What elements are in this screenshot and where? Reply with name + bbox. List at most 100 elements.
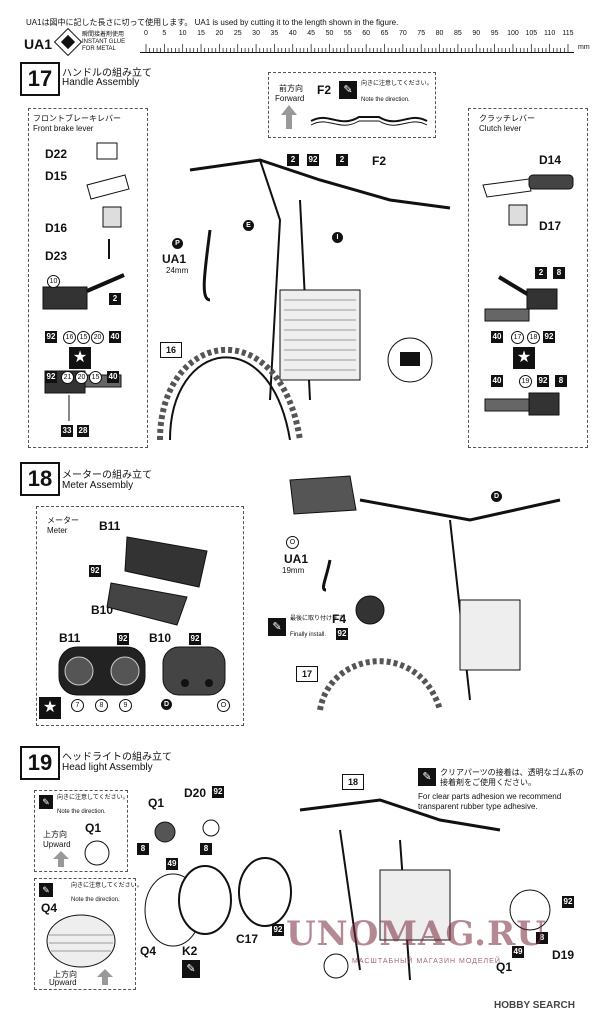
step-number-17: 17 [20,62,60,96]
num-28: 28 [77,425,89,437]
q4-direction-panel: ✎ Q4 向きに注意してください。 Note the direction. 上方… [34,878,143,990]
step18-title-en: Meter Assembly [62,480,134,491]
callout-92-d20: 92 [212,786,224,798]
q1-panel-label: Q1 [85,821,102,835]
ua1-length-24: 24mm [166,266,189,275]
marker-d-bike: D [491,491,502,502]
ruler-tick-label: 95 [490,30,499,37]
ruler-tick-marks [145,44,569,52]
f2-note-en: Note the direction. [361,97,410,103]
clutch-jp: クラッチレバー [479,114,535,123]
callout-92-right: 92 [562,896,574,908]
ruler-tick-label: 70 [398,30,407,37]
glue-icon-k2: ✎ [182,960,200,978]
num-10: 10 [47,275,60,288]
hobby-search-logo: HOBBY SEARCH [494,1000,575,1011]
q4-upward-jp: 上方向 [53,970,77,979]
num-40r: 40 [491,331,503,343]
ruler-tick-label: 110 [544,30,556,37]
ruler-tick-label: 60 [362,30,371,37]
handlebar-part-drawing [310,116,428,126]
step-number-18: 18 [20,462,60,496]
brush-icon-q4: ✎ [39,883,53,897]
ruler-tick-label: 55 [343,30,352,37]
front-brake-panel: フロントブレーキレバー Front brake lever D22 D15 D1… [28,108,148,448]
step19-title-jp: ヘッドライトの組み立て [62,752,172,763]
meter-panel: メーター Meter B11 B10 92 B11 92 B10 92 ★ 7 … [36,506,244,726]
part-d22: D22 [45,147,68,161]
q1-direction-panel: ✎ 向きに注意してください。 Note the direction. 上方向 U… [34,790,129,872]
q4-upward-en: Upward [49,978,77,987]
brush-icon-q1: ✎ [39,795,53,809]
sheet-17: 17 [296,666,318,682]
step19-title-en: Head light Assembly [62,762,153,773]
step17-title-jp: ハンドルの組み立て [62,68,152,79]
ruler-tick-label: 25 [233,30,242,37]
ua-note-jp: UA1は図中に記した長さに切って使用します。 [26,18,193,27]
ruler-tick-label: 30 [252,30,260,37]
num-92r2: 92 [537,375,549,387]
sheet-16: 16 [160,342,182,358]
ruler-tick-label: 65 [380,30,389,37]
num-2: 2 [109,293,121,305]
star-icon-meter: ★ [39,697,61,719]
q4-panel-label: Q4 [41,901,58,915]
callout-f2: F2 [372,154,387,168]
label-b11: B11 [59,631,81,645]
gauge-num-9: 9 [119,699,132,712]
marker-d-meter: D [161,699,172,710]
ua1-length-19: 19mm [282,566,305,575]
num-20: 20 [91,331,104,344]
num-19r: 19 [519,375,532,388]
num-20b: 20 [75,371,88,384]
part-q1-right: Q1 [496,960,513,974]
clutch-panel: クラッチレバー Clutch lever D14 D17 2 8 40 17 1… [468,108,588,448]
glue-en: INSTANT GLUE FOR METAL [82,39,126,52]
ruler-tick-label: 20 [215,30,224,37]
q4-note-jp: 向きに注意してください。 [71,883,143,889]
brush-icon: ✎ [339,81,357,99]
part-d14: D14 [539,153,562,167]
num-8r2: 8 [555,375,567,387]
f2-direction-panel: 前方向 Forward F2 ✎ 向きに注意してください。 Note the d… [268,72,436,138]
ua-code: UA1 [24,36,53,52]
num-15: 15 [77,331,90,344]
measuring-ruler [140,46,574,53]
num-92a: 92 [45,331,57,343]
ua1-marker-p: P [172,238,183,249]
gauge-num-7: 7 [71,699,84,712]
motorcycle-headlight-drawing-19 [299,798,551,981]
f2-label: F2 [317,83,332,97]
ruler-tick-label: 5 [162,30,167,37]
marker-o-meter: O [217,699,230,712]
clutch-en: Clutch lever [479,124,522,133]
ruler-tick-label: 85 [454,30,462,37]
num-92r: 92 [543,331,555,343]
ruler-tick-label: 35 [270,30,279,37]
up-arrow-icon [281,105,297,129]
label-b10: B10 [149,631,172,645]
part-d15: D15 [45,169,68,183]
sheet-18: 18 [342,774,364,790]
ruler-tick-label: 80 [435,30,444,37]
ruler-tick-label: 75 [417,30,426,37]
num-16: 16 [63,331,76,344]
clutch-lever-drawing [482,174,574,416]
ruler-tick-label: 115 [562,30,574,37]
instant-glue-label: 瞬間接着剤使用 INSTANT GLUE FOR METAL [82,32,134,53]
meter-parts-drawing [58,536,226,696]
watermark-sub: МАСШТАБНЫЙ МАГАЗИН МОДЕЛЕЙ [352,958,501,965]
part-d23: D23 [45,249,68,263]
num-40r2: 40 [491,375,503,387]
ua-instruction: UA1は図中に記した長さに切って使用します。 UA1 is used by cu… [26,18,398,28]
part-d20: D20 [184,786,207,800]
part-c17: C17 [236,932,259,946]
clear-parts-jp: クリアパーツの接着は、透明なゴム系の接着剤をご使用ください。 [440,768,584,787]
ruler-tick-label: 40 [288,30,297,37]
callout-92-b10: 92 [189,633,201,645]
num-21: 21 [61,371,74,384]
clear-parts-en: For clear parts adhesion we recommend tr… [418,792,562,811]
callout-8-right: 8 [536,932,548,944]
callout-8a: 8 [137,843,149,855]
watermark-unomag: UNOMAG.RU [286,914,547,954]
